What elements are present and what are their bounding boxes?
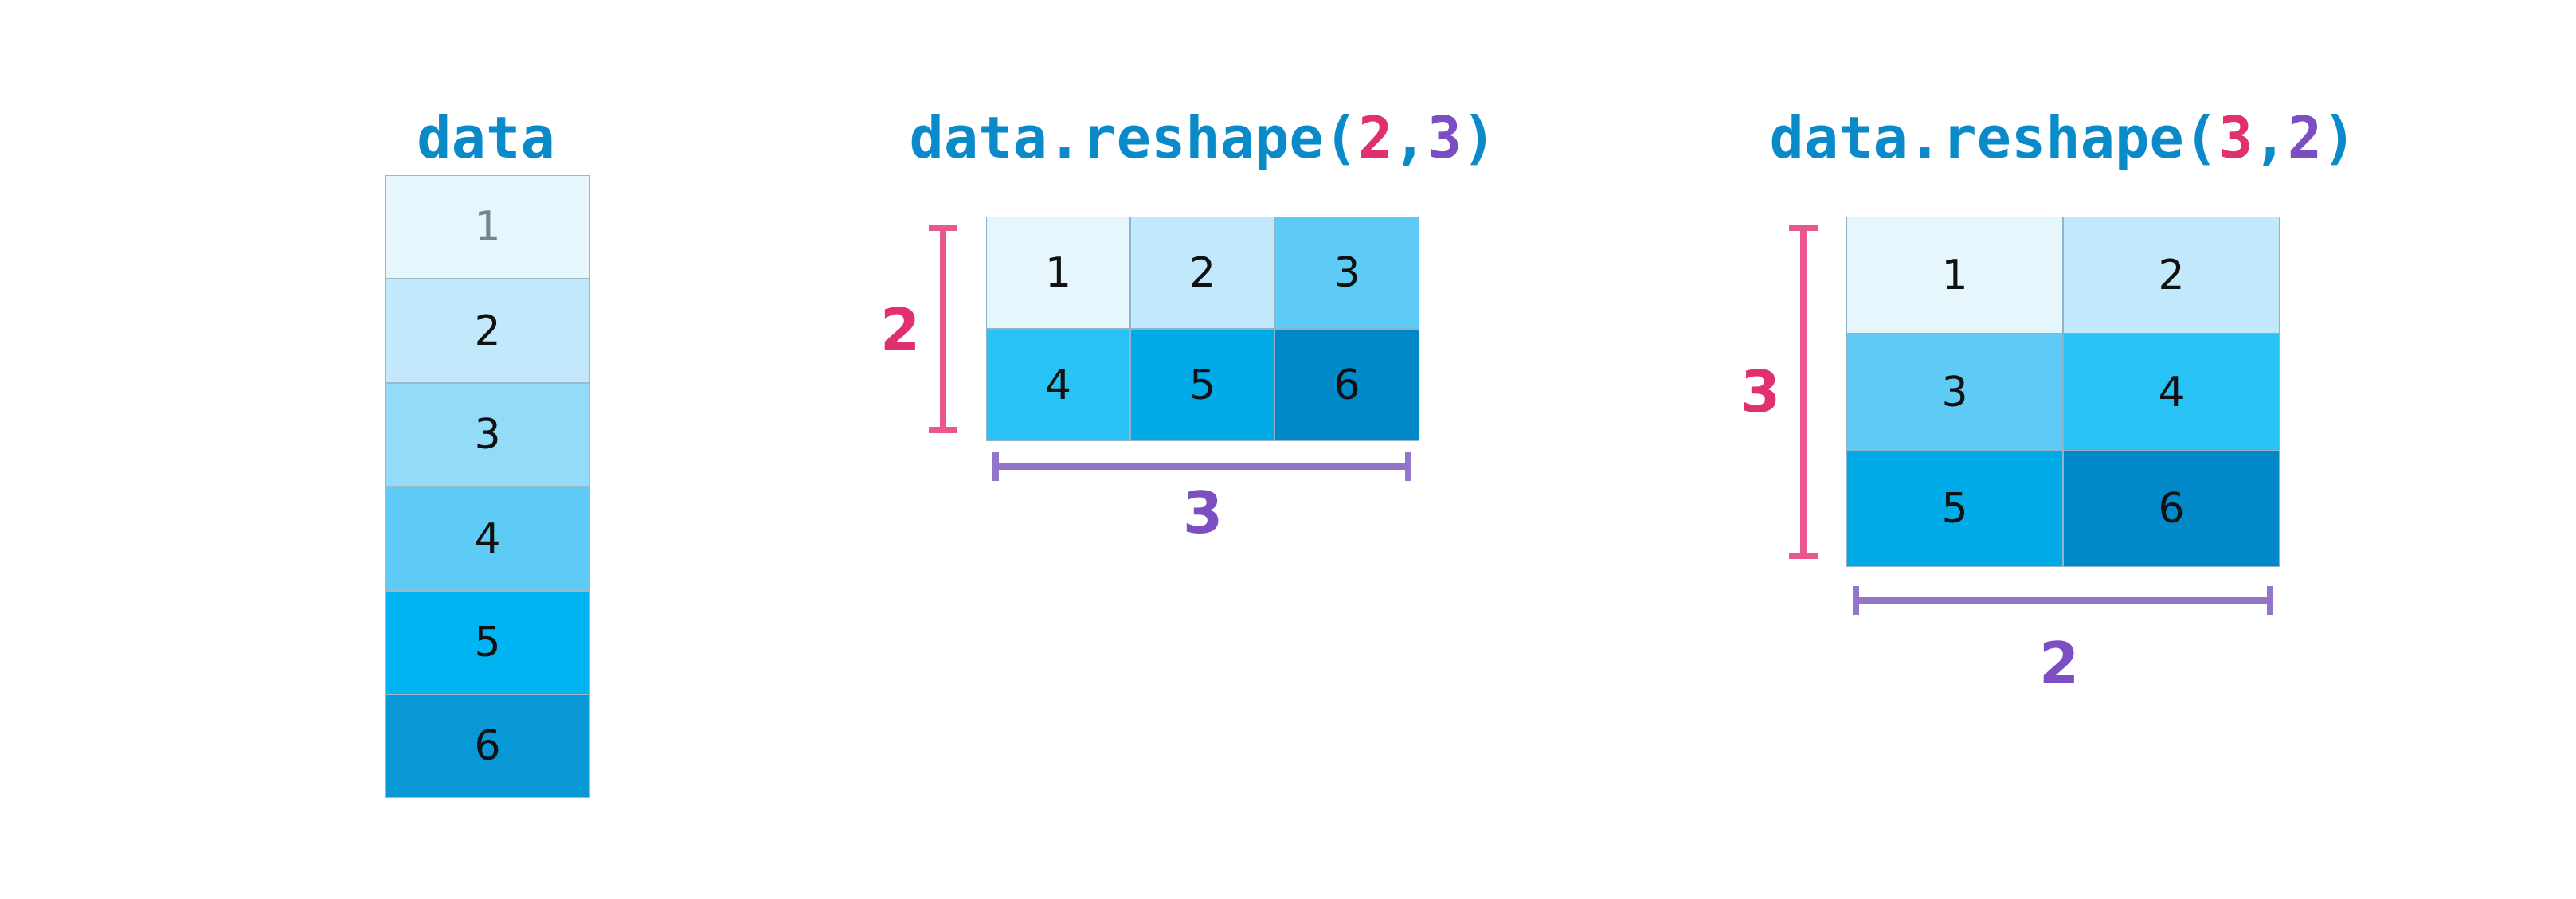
reshape-2x3-cell-4: 4 xyxy=(986,329,1130,441)
reshape-3x2-cell-1: 1 xyxy=(1846,217,2063,334)
reshape-3x2-cols-label: 2 xyxy=(2038,630,2080,697)
reshape-3x2-rows-label: 3 xyxy=(1740,358,1781,425)
data-cell-5-value: 5 xyxy=(474,619,501,666)
reshape-2x3-cell-1: 1 xyxy=(986,217,1130,329)
reshape-2x3-cell-3-value: 3 xyxy=(1333,248,1360,297)
reshape-3x2-rows-bracket xyxy=(1789,225,1818,559)
reshape-2x3-rows-bracket xyxy=(929,225,957,433)
reshape-2x3-cell-1-value: 1 xyxy=(1044,248,1072,297)
reshape-2x3-title-comma: , xyxy=(1392,104,1427,171)
reshape-3x2-title: data.reshape(3,2) xyxy=(1744,102,2382,174)
reshape-3x2-cell-2-value: 2 xyxy=(2158,251,2185,299)
reshape-3x2-title-arg2: 2 xyxy=(2287,104,2323,171)
data-title-text: data xyxy=(417,104,555,171)
reshape-3x2-title-prefix: data.reshape( xyxy=(1769,104,2219,171)
reshape-3x2-cell-6: 6 xyxy=(2063,451,2280,567)
reshape-2x3-cell-5-value: 5 xyxy=(1188,361,1216,409)
reshape-3x2-cols-bracket xyxy=(1853,586,2273,615)
reshape-2x3-cols-bracket xyxy=(992,452,1411,481)
data-cell-3: 3 xyxy=(385,383,590,487)
reshape-3x2-title-suffix: ) xyxy=(2322,104,2357,171)
reshape-2x3-cell-5: 5 xyxy=(1130,329,1274,441)
reshape-3x2-cell-6-value: 6 xyxy=(2158,485,2185,533)
reshape-3x2-title-comma: , xyxy=(2253,104,2288,171)
reshape-3x2-cell-4-value: 4 xyxy=(2158,368,2185,416)
reshape-2x3-title-arg1: 2 xyxy=(1358,104,1393,171)
data-title: data xyxy=(374,102,597,174)
reshape-2x3-cell-2: 2 xyxy=(1130,217,1274,329)
reshape-2x3-cell-6: 6 xyxy=(1274,329,1419,441)
reshape-2x3-cell-3: 3 xyxy=(1274,217,1419,329)
data-cell-5: 5 xyxy=(385,591,590,694)
data-cell-6: 6 xyxy=(385,694,590,798)
reshape-2x3-cell-6-value: 6 xyxy=(1333,361,1360,409)
reshape-3x2-cell-5: 5 xyxy=(1846,451,2063,567)
data-cell-1: 1 xyxy=(385,175,590,279)
reshape-2x3-rows-label: 2 xyxy=(879,296,921,363)
data-cell-6-value: 6 xyxy=(474,722,501,770)
reshape-2x3-cols-label: 3 xyxy=(1182,479,1223,546)
reshape-3x2-cell-3: 3 xyxy=(1846,334,2063,451)
reshape-2x3-title: data.reshape(2,3) xyxy=(884,102,1521,174)
reshape-3x2-cell-1-value: 1 xyxy=(1941,251,1968,299)
data-cell-4: 4 xyxy=(385,487,590,591)
reshape-2x3-title-arg2: 3 xyxy=(1427,104,1462,171)
reshape-2x3-title-suffix: ) xyxy=(1462,104,1497,171)
reshape-3x2-cell-3-value: 3 xyxy=(1941,368,1968,416)
reshape-3x2-title-arg1: 3 xyxy=(2218,104,2253,171)
reshape-2x3-cell-2-value: 2 xyxy=(1188,248,1216,297)
data-cell-2-value: 2 xyxy=(474,307,501,355)
data-cell-2: 2 xyxy=(385,279,590,383)
data-cell-1-value: 1 xyxy=(474,203,501,251)
reshape-3x2-cell-5-value: 5 xyxy=(1941,485,1968,533)
reshape-2x3-title-prefix: data.reshape( xyxy=(909,104,1359,171)
data-cell-3-value: 3 xyxy=(474,411,501,459)
reshape-2x3-cell-4-value: 4 xyxy=(1044,361,1072,409)
data-cell-4-value: 4 xyxy=(474,514,501,563)
reshape-3x2-cell-4: 4 xyxy=(2063,334,2280,451)
reshape-3x2-cell-2: 2 xyxy=(2063,217,2280,334)
